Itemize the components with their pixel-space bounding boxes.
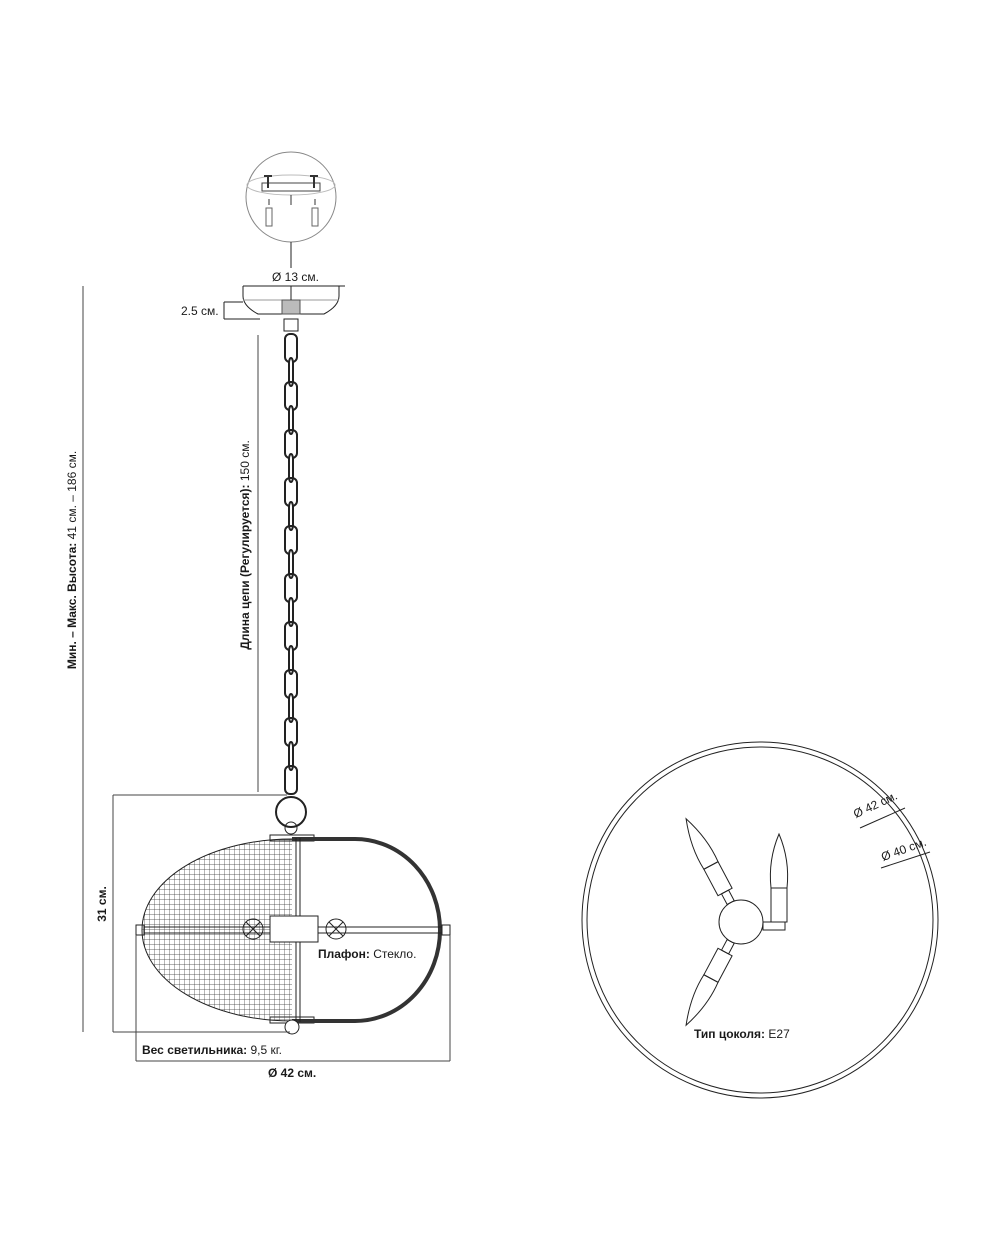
chain-link bbox=[288, 501, 294, 531]
weight-spec-title: Вес светильника: bbox=[142, 1043, 248, 1057]
chain-link bbox=[288, 453, 294, 483]
socket-spec-title: Тип цоколя: bbox=[694, 1027, 766, 1041]
socket-spec: Тип цоколя: E27 bbox=[694, 1027, 790, 1041]
height-range-title: Мин. – Макс. Высота: bbox=[65, 542, 79, 670]
canopy bbox=[223, 285, 345, 332]
mounting-detail bbox=[245, 151, 337, 268]
chain-link bbox=[288, 597, 294, 627]
chain-link bbox=[288, 645, 294, 675]
chain-link bbox=[284, 765, 298, 795]
chain-link bbox=[288, 741, 294, 771]
dimension-lines bbox=[82, 286, 451, 1062]
height-range-label: Мин. – Макс. Высота: 41 см. – 186 см. bbox=[65, 451, 79, 669]
body-height-label: 31 см. bbox=[95, 886, 109, 922]
chain-length-value: 150 см. bbox=[238, 440, 252, 482]
weight-spec: Вес светильника: 9,5 кг. bbox=[142, 1043, 282, 1057]
shade-spec-value: Стекло. bbox=[373, 947, 417, 961]
chain-link bbox=[288, 405, 294, 435]
canopy-diameter-label: Ø 13 см. bbox=[272, 270, 319, 284]
shade-spec-title: Плафон: bbox=[318, 947, 370, 961]
chain-link bbox=[288, 549, 294, 579]
socket-spec-value: E27 bbox=[768, 1027, 790, 1041]
body-diameter-label: Ø 42 см. bbox=[268, 1066, 317, 1080]
chain bbox=[284, 333, 298, 795]
chain-length-label: Длина цепи (Регулируется): 150 см. bbox=[238, 440, 252, 650]
chain-length-title: Длина цепи (Регулируется): bbox=[238, 484, 252, 650]
chain-link bbox=[288, 357, 294, 387]
chain-link bbox=[288, 693, 294, 723]
shade-spec: Плафон: Стекло. bbox=[318, 947, 416, 961]
canopy-height-label: 2.5 см. bbox=[181, 304, 219, 318]
top-view bbox=[581, 741, 939, 1099]
weight-spec-value: 9,5 кг. bbox=[250, 1043, 283, 1057]
height-range-value: 41 см. – 186 см. bbox=[65, 450, 79, 540]
lamp-body bbox=[135, 796, 451, 1035]
